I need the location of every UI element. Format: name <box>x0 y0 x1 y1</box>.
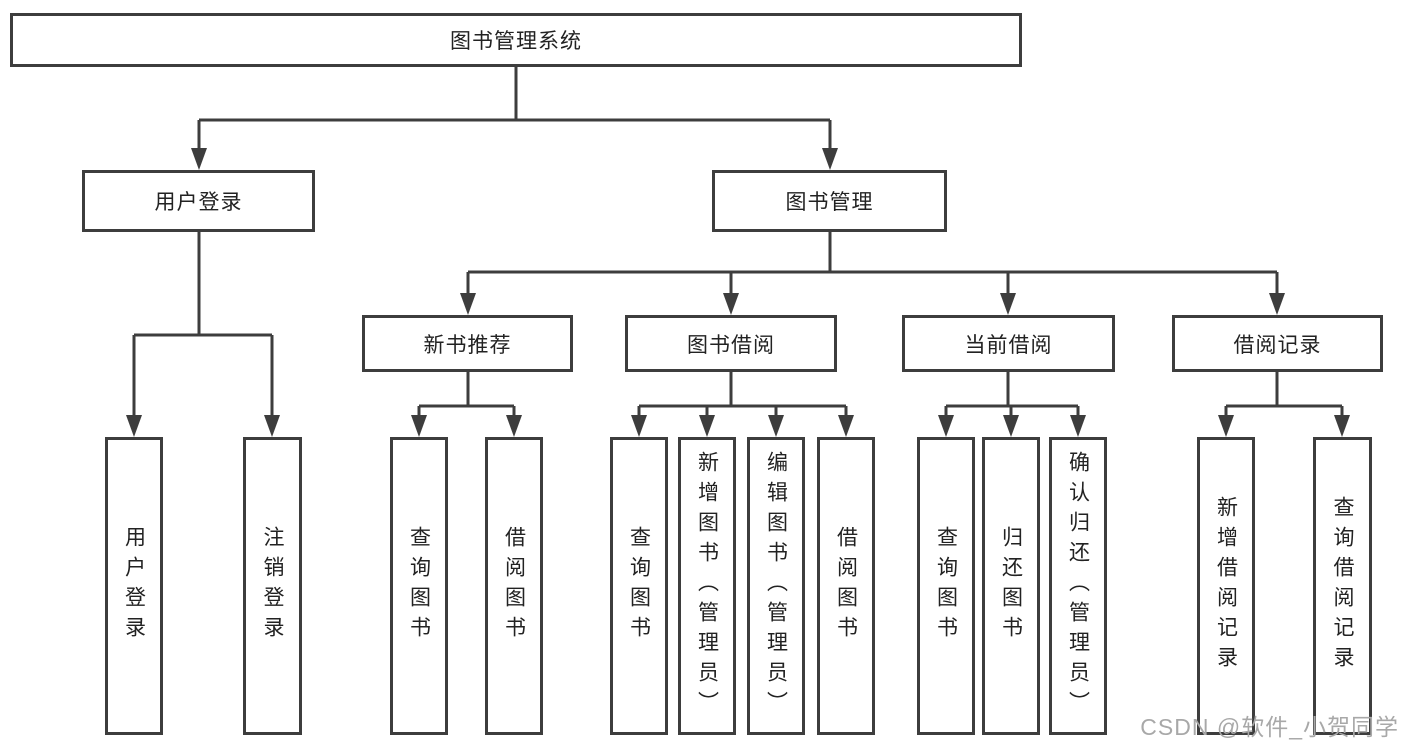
leaf-newbook-borrow-books: 借阅图书 <box>485 437 543 735</box>
arrowhead <box>191 148 207 170</box>
arrowhead <box>938 415 954 437</box>
leaf-borrow-edit-books-admin: 编辑图书（管理员） <box>747 437 805 735</box>
connector-new-book-children <box>411 372 522 437</box>
leaf-user-login-label: 用户登录 <box>122 526 146 646</box>
leaf-record-query-record: 查询借阅记录 <box>1313 437 1372 735</box>
arrowhead <box>1218 415 1234 437</box>
arrowhead <box>838 415 854 437</box>
node-new-book-recommend: 新书推荐 <box>362 315 573 372</box>
arrowhead <box>264 415 280 437</box>
arrowhead <box>822 148 838 170</box>
arrowhead <box>506 415 522 437</box>
connector-current-borrow-children <box>938 372 1086 437</box>
node-library-system-label: 图书管理系统 <box>450 30 582 53</box>
connector-root-to-level2 <box>191 67 838 170</box>
arrowhead <box>631 415 647 437</box>
node-book-borrow-label: 图书借阅 <box>687 333 775 357</box>
arrowhead <box>460 293 476 315</box>
node-user-login-label: 用户登录 <box>154 191 243 214</box>
node-book-management-label: 图书管理 <box>785 191 874 214</box>
leaf-current-confirm-return-admin: 确认归还（管理员） <box>1049 437 1107 735</box>
arrowhead <box>411 415 427 437</box>
leaf-logout: 注销登录 <box>243 437 302 735</box>
node-borrow-record: 借阅记录 <box>1172 315 1383 372</box>
leaf-newbook-borrow-books-label: 借阅图书 <box>502 526 526 646</box>
arrowhead <box>1003 415 1019 437</box>
node-current-borrow-label: 当前借阅 <box>964 333 1053 357</box>
leaf-borrow-edit-books-admin-label: 编辑图书（管理员） <box>764 451 788 721</box>
leaf-user-login: 用户登录 <box>105 437 163 735</box>
leaf-current-return-books: 归还图书 <box>982 437 1040 735</box>
arrowhead <box>1269 293 1285 315</box>
leaf-borrow-add-books-admin: 新增图书（管理员） <box>678 437 736 735</box>
csdn-watermark: CSDN @软件_小贺同学 <box>1140 714 1399 740</box>
leaf-record-add-record-label: 新增借阅记录 <box>1214 496 1238 676</box>
leaf-current-confirm-return-admin-label: 确认归还（管理员） <box>1066 451 1090 721</box>
leaf-borrow-borrow-books: 借阅图书 <box>817 437 875 735</box>
node-current-borrow: 当前借阅 <box>902 315 1115 372</box>
arrowhead <box>768 415 784 437</box>
arrowhead <box>699 415 715 437</box>
node-book-management: 图书管理 <box>712 170 947 232</box>
node-book-borrow: 图书借阅 <box>625 315 837 372</box>
leaf-borrow-query-books-label: 查询图书 <box>627 526 651 646</box>
node-user-login: 用户登录 <box>82 170 315 232</box>
arrowhead <box>1000 293 1016 315</box>
arrowhead <box>1334 415 1350 437</box>
leaf-borrow-query-books: 查询图书 <box>610 437 668 735</box>
leaf-current-query-books: 查询图书 <box>917 437 975 735</box>
node-new-book-recommend-label: 新书推荐 <box>423 333 512 357</box>
arrowhead <box>723 293 739 315</box>
leaf-record-query-record-label: 查询借阅记录 <box>1331 496 1354 676</box>
connector-book-mgmt-to-level3 <box>460 232 1285 315</box>
leaf-newbook-query-books-label: 查询图书 <box>407 526 431 646</box>
leaf-borrow-borrow-books-label: 借阅图书 <box>834 526 858 646</box>
connector-user-login-children <box>126 232 280 437</box>
leaf-newbook-query-books: 查询图书 <box>390 437 448 735</box>
connector-borrow-record-children <box>1218 372 1350 437</box>
arrowhead <box>1070 415 1086 437</box>
leaf-borrow-add-books-admin-label: 新增图书（管理员） <box>695 451 719 721</box>
node-library-system: 图书管理系统 <box>10 13 1022 67</box>
leaf-current-query-books-label: 查询图书 <box>934 526 958 646</box>
leaf-logout-label: 注销登录 <box>261 526 284 646</box>
connector-book-borrow-children <box>631 372 854 437</box>
arrowhead <box>126 415 142 437</box>
leaf-record-add-record: 新增借阅记录 <box>1197 437 1255 735</box>
node-borrow-record-label: 借阅记录 <box>1233 333 1322 357</box>
leaf-current-return-books-label: 归还图书 <box>999 526 1023 646</box>
